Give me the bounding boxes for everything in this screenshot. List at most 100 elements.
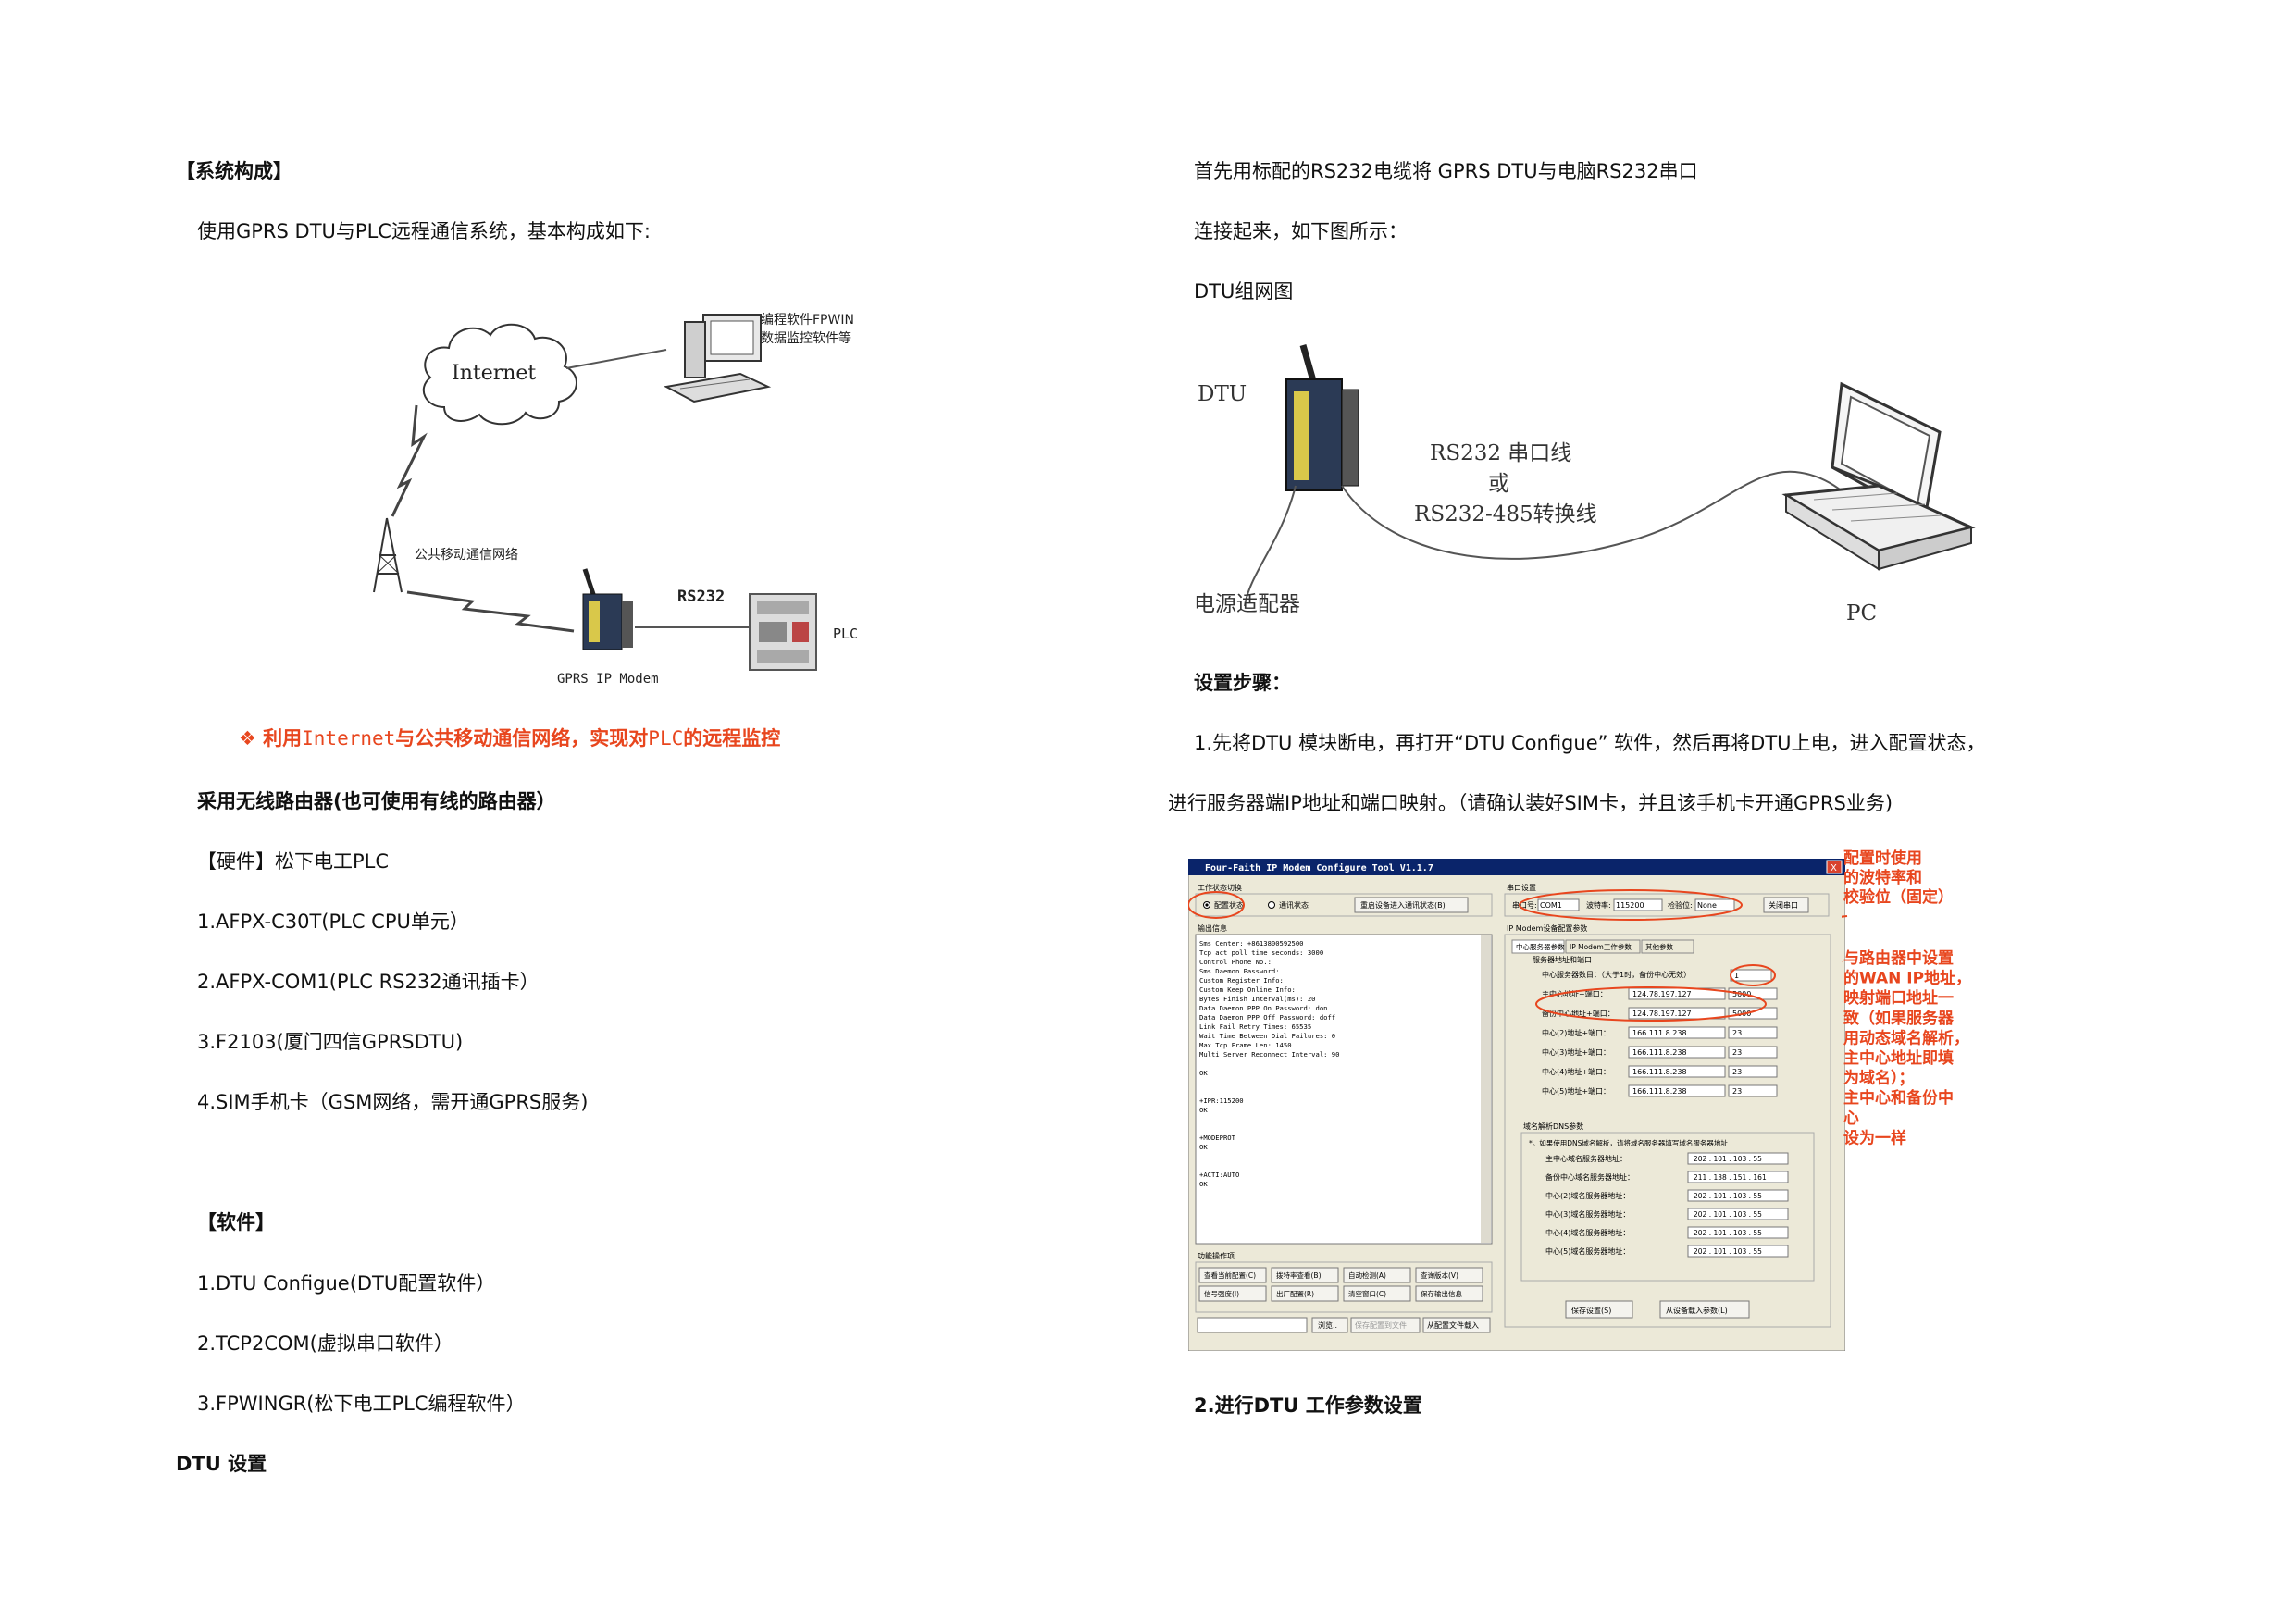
function-button[interactable]: [1198, 1285, 1267, 1302]
connect-text-1: 首先用标配的RS232电缆将 GPRS DTU与电脑RS232串口: [1194, 160, 1698, 182]
function-button[interactable]: [1271, 1285, 1339, 1302]
server-ip-value: 166.111.8.238: [1632, 1029, 1687, 1037]
server-ip-input[interactable]: [1628, 1026, 1726, 1039]
function-button[interactable]: [1343, 1267, 1411, 1283]
parity-select[interactable]: [1694, 898, 1735, 911]
caption-plc: PLC: [648, 727, 684, 750]
save-file-button[interactable]: [1350, 1317, 1421, 1333]
annotation-line: 主中心和备份中: [1843, 1088, 1954, 1108]
plc-icon: [749, 593, 817, 671]
annotation-line: 致（如果服务器: [1843, 1009, 1955, 1028]
server-port-input[interactable]: [1728, 1065, 1778, 1078]
file-path-input[interactable]: [1197, 1317, 1308, 1333]
annotation-line: 校验位（固定）: [1843, 887, 1954, 907]
log-line: Tcp act poll time seconds: 3000: [1199, 948, 1323, 957]
dns-label: 中心(5)域名服务器地址：: [1545, 1246, 1630, 1256]
baud-select[interactable]: [1613, 898, 1663, 911]
save-settings-button[interactable]: [1565, 1300, 1633, 1319]
server-ip-input[interactable]: [1628, 1065, 1726, 1078]
load-device-button[interactable]: [1659, 1300, 1750, 1319]
function-button[interactable]: [1271, 1267, 1339, 1283]
server-ip-input[interactable]: [1628, 1084, 1726, 1097]
server-port-value: 23: [1732, 1087, 1742, 1096]
hardware-item: 3.F2103(厦门四信GPRSDTU): [197, 1031, 464, 1053]
tower-icon: [373, 517, 403, 593]
server-ip-input[interactable]: [1628, 1046, 1726, 1059]
server-port-input[interactable]: [1728, 1084, 1778, 1097]
dtu-network-diagram: DTU 电源适配器 RS232 串口线 或 RS232-485转换线 PC: [1194, 344, 1976, 626]
log-line: Custom Keep Online Info:: [1199, 985, 1296, 994]
tab-label: 中心服务器参数: [1516, 942, 1565, 951]
port-select[interactable]: [1537, 898, 1580, 911]
rs232-label: RS232: [677, 588, 725, 606]
server-count-value: 1: [1734, 972, 1739, 980]
load-file-button-label: 从配置文件载入: [1427, 1320, 1479, 1330]
tab-label: 其他参数: [1645, 942, 1673, 951]
function-button-label: 拨特率查看(B): [1276, 1270, 1322, 1280]
ip-group-label: IP Modem设备配置参数: [1507, 923, 1587, 933]
server-label: 中心(2)地址+端口：: [1542, 1028, 1610, 1037]
close-button[interactable]: [1826, 860, 1843, 874]
software-label-1: 编程软件FPWIN: [761, 313, 854, 328]
mode-comm-radio[interactable]: [1268, 901, 1275, 909]
annotation-line: 与路由器中设置: [1843, 948, 1954, 968]
dns-ip-input[interactable]: [1687, 1226, 1789, 1239]
server-port-input[interactable]: [1728, 987, 1778, 1000]
browse-button[interactable]: [1311, 1317, 1348, 1333]
function-button[interactable]: [1415, 1285, 1483, 1302]
software-item: 2.TCP2COM(虚拟串口软件）: [197, 1332, 453, 1355]
output-log[interactable]: [1195, 934, 1493, 1245]
step1-text-a: 1.先将DTU 模块断电，再打开“DTU Configue” 软件，然后再将DT…: [1194, 732, 1986, 754]
restart-button-label: 重启设备进入通讯状态(B): [1360, 900, 1446, 910]
dns-ip-input[interactable]: [1687, 1245, 1789, 1258]
server-port-input[interactable]: [1728, 1026, 1778, 1039]
dns-ip-input[interactable]: [1687, 1189, 1789, 1202]
tab[interactable]: [1565, 939, 1641, 954]
output-scrollbar[interactable]: [1481, 935, 1491, 1243]
laptop-icon: [1781, 381, 1976, 571]
server-ip-input[interactable]: [1628, 1007, 1726, 1020]
function-button-label: 信号强度(I): [1204, 1289, 1239, 1298]
steps-title: 设置步骤：: [1194, 672, 1291, 694]
modem-label: GPRS IP Modem: [557, 672, 659, 687]
dns-ip-input[interactable]: [1687, 1208, 1789, 1220]
dns-ip-value: 202 . 101 . 103 . 55: [1694, 1155, 1762, 1163]
hardware-title: 【硬件】松下电工PLC: [197, 850, 390, 873]
load-file-button[interactable]: [1422, 1317, 1491, 1333]
dns-ip-value: 211 . 138 . 151 . 161: [1694, 1173, 1767, 1182]
dns-ip-input[interactable]: [1687, 1171, 1789, 1183]
server-port-input[interactable]: [1728, 1046, 1778, 1059]
function-button[interactable]: [1415, 1267, 1483, 1283]
log-line: Control Phone No.:: [1199, 958, 1272, 966]
server-label: 中心(3)地址+端口：: [1542, 1047, 1610, 1057]
server-ip-value: 166.111.8.238: [1632, 1048, 1687, 1057]
caption-part-1: 利用: [263, 727, 303, 750]
step2-title: 2.进行DTU 工作参数设置: [1194, 1394, 1422, 1417]
hardware-item: 4.SIM手机卡（GSM网络，需开通GPRS服务): [197, 1091, 589, 1113]
server-ip-value: 124.78.197.127: [1632, 990, 1692, 998]
log-line: Link Fail Retry Times: 65535: [1199, 1022, 1311, 1031]
annotation-line: 用动态域名解析，: [1843, 1028, 1969, 1047]
baud-value: 115200: [1616, 901, 1644, 910]
function-button-label: 出厂配置(R): [1276, 1289, 1314, 1298]
cable-label-1: RS232 串口线: [1430, 441, 1571, 465]
log-line: Wait Time Between Dial Failures: 0: [1199, 1032, 1335, 1040]
window-title: Four-Faith IP Modem Configure Tool V1.1.…: [1205, 862, 1433, 873]
dns-ip-input[interactable]: [1687, 1152, 1789, 1165]
server-port-input[interactable]: [1728, 1007, 1778, 1020]
connect-text-2: 连接起来，如下图所示：: [1194, 220, 1408, 242]
function-button[interactable]: [1198, 1267, 1267, 1283]
close-port-button-label: 关闭串口: [1769, 900, 1798, 910]
tab[interactable]: [1511, 939, 1565, 954]
close-port-button[interactable]: [1763, 897, 1809, 913]
log-line: Multi Server Reconnect Interval: 90: [1199, 1050, 1339, 1059]
mode-group-label: 工作状态切换: [1198, 883, 1242, 892]
log-line: Max Tcp Frame Len: 1450: [1199, 1041, 1292, 1049]
tab[interactable]: [1641, 939, 1694, 954]
function-button[interactable]: [1343, 1285, 1411, 1302]
network-diagram: Internet 编程软件FPWIN 数据监控软件等 公共移动通信网络 RS23…: [373, 313, 858, 687]
annotation-line: 映射端口地址一: [1843, 988, 1954, 1008]
restart-button[interactable]: [1354, 897, 1469, 913]
server-ip-value: 166.111.8.238: [1632, 1068, 1687, 1076]
